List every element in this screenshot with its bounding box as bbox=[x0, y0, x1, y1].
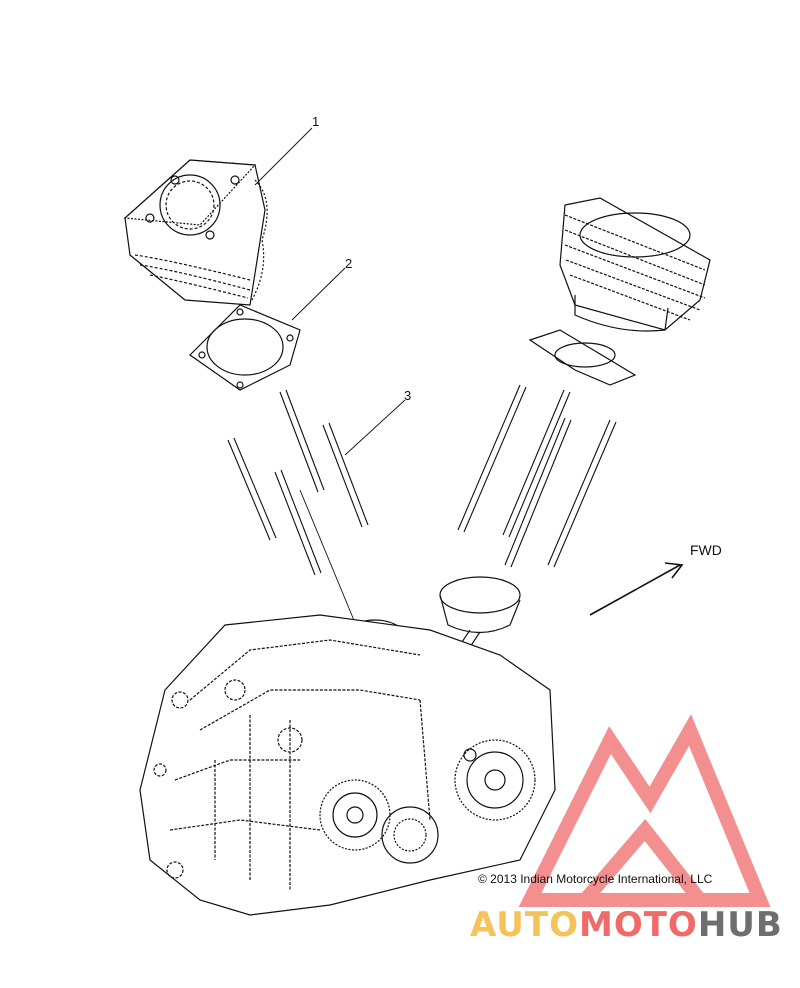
watermark-part-hub: HUB bbox=[697, 905, 783, 945]
gasket-right bbox=[528, 329, 637, 386]
watermark-part-moto: MOTO bbox=[578, 905, 698, 945]
cylinder-right bbox=[559, 197, 711, 332]
studs-right bbox=[457, 384, 617, 568]
fwd-label: FWD bbox=[690, 542, 722, 558]
copyright-text: © 2013 Indian Motorcycle International, … bbox=[478, 872, 713, 886]
gasket-left bbox=[189, 304, 301, 391]
callout-2: 2 bbox=[345, 256, 353, 271]
crankcase bbox=[139, 614, 556, 916]
watermark-text: AUTOMOTOHUB bbox=[470, 905, 783, 945]
fwd-arrow bbox=[589, 562, 684, 616]
callout-1: 1 bbox=[312, 114, 320, 129]
studs-left bbox=[227, 389, 369, 576]
cylinder-left bbox=[123, 159, 268, 306]
leader-lines bbox=[254, 127, 406, 631]
watermark-logo bbox=[518, 714, 771, 907]
gears bbox=[319, 739, 536, 864]
callout-3: 3 bbox=[404, 388, 412, 403]
watermark-part-auto: AUTO bbox=[470, 905, 579, 945]
